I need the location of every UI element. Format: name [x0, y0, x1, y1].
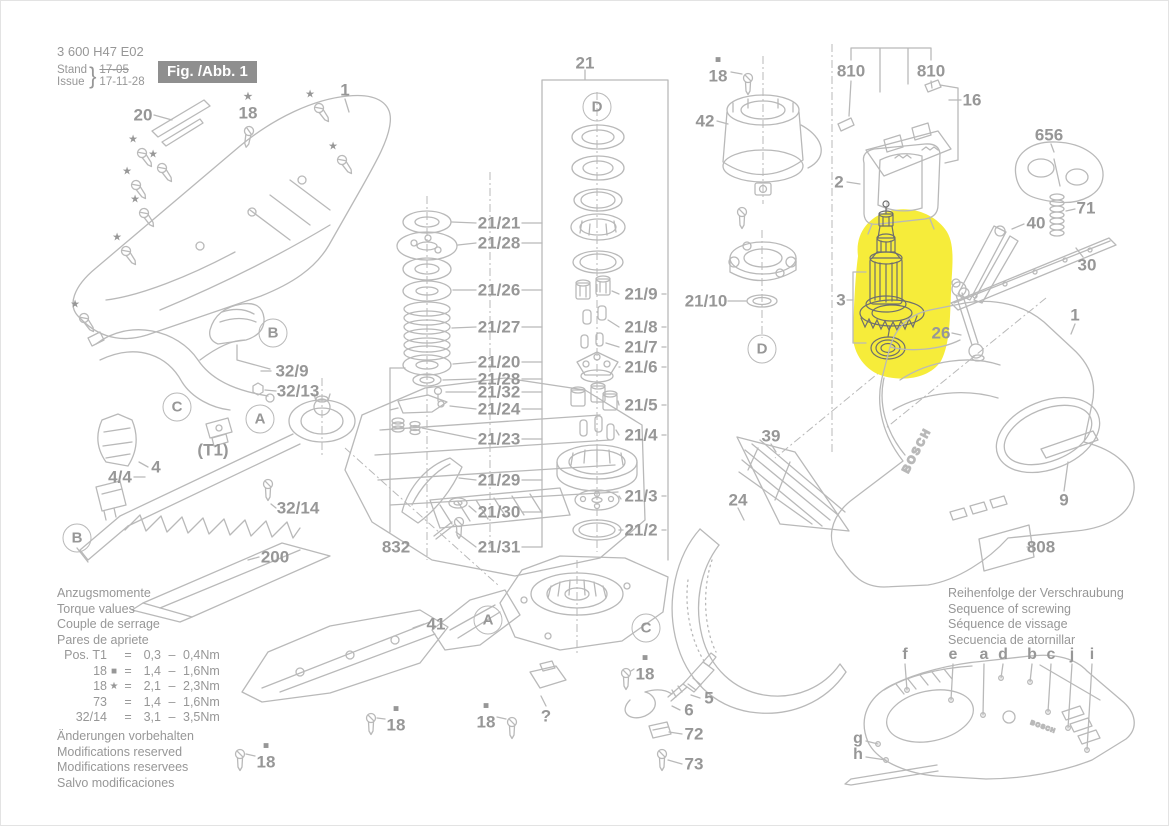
blade-drive-assembly [76, 302, 356, 623]
torque-row: Pos. T1=0,3–0,4Nm [64, 648, 220, 662]
brand-logo-text: BOSCH [900, 426, 934, 476]
group-brackets [389, 69, 669, 561]
blade-guard-strip [151, 99, 211, 147]
armature-rotor[interactable] [852, 200, 925, 360]
sequence-title-line: Sequence of screwing [948, 601, 1071, 616]
bottom-cover [241, 609, 449, 703]
front-loop-handle [671, 528, 847, 714]
torque-row: 18■=1,4–1,6Nm [93, 663, 220, 678]
stand-label: Stand [57, 64, 88, 76]
label-plate-808 [978, 524, 1035, 572]
leader-lines [133, 71, 1093, 765]
brace-glyph: } [89, 62, 97, 89]
vent-grille [736, 436, 850, 532]
modifications-line: Modifications reserved [57, 744, 183, 759]
modifications-line: Salvo modificaciones [57, 775, 175, 790]
fan-cover [722, 94, 822, 196]
micro-switch [529, 660, 567, 689]
torque-row: 32/14=3,1–3,5Nm [75, 710, 220, 724]
rear-handle-housing [72, 94, 391, 340]
blade-bar-30 [950, 237, 1117, 311]
revision-block: Stand Issue } 17-05 17-11-28 [57, 64, 145, 88]
handle-bracket-656 [1014, 141, 1104, 204]
bearing-clamp [728, 241, 797, 308]
brand-logo-text-small: BOSCH [1029, 720, 1056, 735]
gearbox-housing [431, 555, 669, 651]
lever-links [957, 225, 1019, 304]
stand-value: 17-05 [99, 64, 129, 76]
type-number: 3 600 H47 E02 [57, 44, 144, 59]
torque-title-line: Torque values [57, 601, 135, 616]
figure-badge: Fig. /Abb. 1 [158, 61, 257, 83]
power-cord-assembly [624, 652, 717, 739]
stator [862, 143, 941, 235]
sequence-title-line: Séquence de vissage [948, 617, 1068, 631]
brush-plate-assembly [837, 47, 959, 177]
torque-row: 73=1,4–1,6Nm [93, 694, 220, 709]
washer-spring-stack [391, 210, 468, 540]
torque-title-line: Couple de serrage [57, 617, 160, 631]
interior-housing-body [344, 377, 646, 577]
modifications-line: Änderungen vorbehalten [57, 729, 194, 743]
modifications-line: Modifications reservees [57, 760, 189, 774]
sequence-title-line: Reihenfolge der Verschraubung [948, 586, 1124, 600]
sequence-title-line: Secuencia de atornillar [948, 632, 1076, 647]
coil-spring [1049, 193, 1065, 237]
torque-title-line: Anzugsmomente [57, 586, 151, 600]
label-strip-9 [1040, 430, 1099, 459]
connecting-link [951, 278, 985, 362]
issue-label: Issue [57, 76, 85, 88]
issue-value: 17-11-28 [99, 76, 145, 88]
torque-row: 18★=2,1–2,3Nm [93, 679, 220, 693]
torque-title-line: Pares de apriete [57, 632, 149, 647]
